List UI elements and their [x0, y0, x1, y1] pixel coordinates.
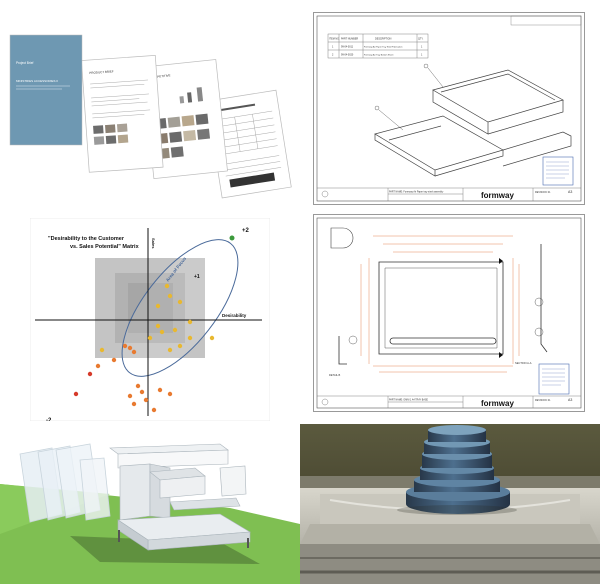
desirability-matrix: "Desirability to the Customer vs. Sales … [30, 218, 270, 421]
svg-text:formway: formway [481, 191, 514, 200]
parts-table [327, 33, 429, 59]
svg-text:ITEM NO.: ITEM NO. [329, 38, 340, 41]
svg-text:1: 1 [332, 46, 334, 49]
svg-text:+2: +2 [242, 228, 250, 234]
svg-text:REVISION: 01: REVISION: 01 [535, 399, 551, 402]
svg-text:SECTION A-A: SECTION A-A [515, 361, 532, 365]
matrix-svg: "Desirability to the Customer vs. Sales … [30, 218, 270, 421]
title-block-2 [317, 395, 581, 408]
svg-text:Formway Air Tray Bottom Sheet: Formway Air Tray Bottom Sheet [364, 54, 394, 57]
report-pages-panel: COMPETITIVE PRODUCT BRIEF [0, 0, 300, 210]
tray-assembly-drawing: ITEM NO. PART NUMBER DESCRIPTION QTY. 1 … [313, 12, 585, 205]
title-block [317, 187, 581, 201]
svg-text:Formway Air Paper Tray Steel F: Formway Air Paper Tray Steel Fabrication [364, 46, 403, 49]
weight-plates [406, 425, 510, 514]
svg-text:QTY.: QTY. [418, 38, 424, 41]
dimension-lines [360, 235, 520, 373]
tray-base-svg: SECTION A-A DETAIL B PART NAME: OMNI 1 A… [313, 214, 585, 412]
svg-text:COMPETITIVE: COMPETITIVE [150, 73, 171, 79]
svg-text:"Desirability to the Customer: "Desirability to the Customer [48, 236, 125, 242]
report-pages-illustration: COMPETITIVE PRODUCT BRIEF [9, 34, 292, 199]
svg-text:PART NAME: Formway Air Paper t: PART NAME: Formway Air Paper tray steel … [389, 191, 444, 194]
svg-text:99-04-0011: 99-04-0011 [341, 46, 354, 49]
svg-text:PART NAME: OMNI 1 A4 TRAY BASE: PART NAME: OMNI 1 A4 TRAY BASE [389, 399, 428, 402]
svg-text:Project Brief: Project Brief [16, 61, 33, 65]
svg-text:vs. Sales Potential" Matrix: vs. Sales Potential" Matrix [70, 244, 140, 250]
area-of-focus-ellipse [121, 239, 239, 377]
svg-text:99-04-0020: 99-04-0020 [341, 54, 354, 57]
svg-text:Sales: Sales [151, 238, 156, 249]
svg-text:PART NUMBER: PART NUMBER [341, 38, 358, 41]
report-page-2: PRODUCT BRIEF [81, 55, 164, 173]
svg-text:Desirability: Desirability [222, 313, 247, 318]
report-cover-page: Project Brief MINISTRIES ACCESSORIES II [9, 34, 83, 146]
glass-panels [19, 443, 111, 523]
matrix-dots [73, 235, 235, 413]
unit-legs [118, 530, 249, 548]
svg-text:DETAIL B: DETAIL B [329, 373, 341, 377]
svg-text:1: 1 [421, 46, 423, 49]
tray-assembly-svg: ITEM NO. PART NUMBER DESCRIPTION QTY. 1 … [313, 12, 585, 205]
svg-text:A3: A3 [568, 190, 572, 194]
svg-text:PRODUCT BRIEF: PRODUCT BRIEF [89, 69, 114, 75]
svg-text:REVISION: 01: REVISION: 01 [535, 191, 551, 194]
svg-text:A3: A3 [568, 398, 572, 402]
svg-text:+1: +1 [194, 274, 200, 280]
tray-base-outline [378, 261, 504, 355]
svg-text:-2: -2 [46, 418, 52, 421]
tray-isometric [374, 63, 572, 177]
report-page-4 [206, 89, 292, 199]
svg-text:2: 2 [332, 54, 334, 57]
svg-text:formway: formway [481, 399, 514, 408]
3d-render-panel [0, 424, 300, 584]
desk-accessories [109, 443, 251, 551]
weights-photo-svg [300, 424, 600, 584]
svg-text:MINISTRIES ACCESSORIES II: MINISTRIES ACCESSORIES II [16, 79, 58, 83]
3d-render-svg [0, 424, 300, 584]
tray-base-drawing: SECTION A-A DETAIL B PART NAME: OMNI 1 A… [313, 214, 585, 412]
svg-text:DESCRIPTION: DESCRIPTION [375, 38, 392, 41]
svg-text:1: 1 [421, 54, 423, 57]
weights-photo-panel [300, 424, 600, 584]
